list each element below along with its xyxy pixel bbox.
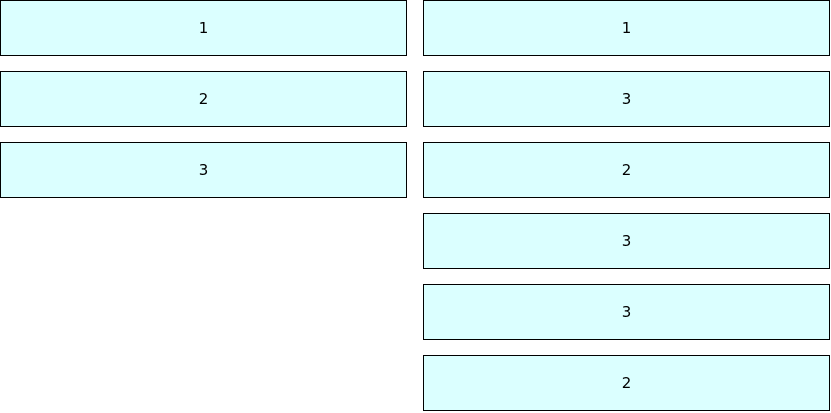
right-list-item[interactable]: 3 [423, 213, 830, 269]
right-list-item-label: 3 [621, 232, 632, 250]
right-list-item[interactable]: 3 [423, 71, 830, 127]
left-list-item-label: 3 [198, 161, 209, 179]
left-list-item[interactable]: 3 [0, 142, 407, 198]
left-list-item[interactable]: 2 [0, 71, 407, 127]
right-list-item-label: 1 [621, 19, 632, 37]
right-list-item-label: 2 [621, 374, 632, 392]
left-list-item-label: 2 [198, 90, 209, 108]
right-list-item[interactable]: 3 [423, 284, 830, 340]
right-list-item-label: 2 [621, 161, 632, 179]
left-list-item-label: 1 [198, 19, 209, 37]
right-list-item-label: 3 [621, 90, 632, 108]
right-list-item[interactable]: 2 [423, 142, 830, 198]
right-list-item[interactable]: 2 [423, 355, 830, 411]
right-list-item-label: 3 [621, 303, 632, 321]
left-list-item[interactable]: 1 [0, 0, 407, 56]
right-list-item[interactable]: 1 [423, 0, 830, 56]
